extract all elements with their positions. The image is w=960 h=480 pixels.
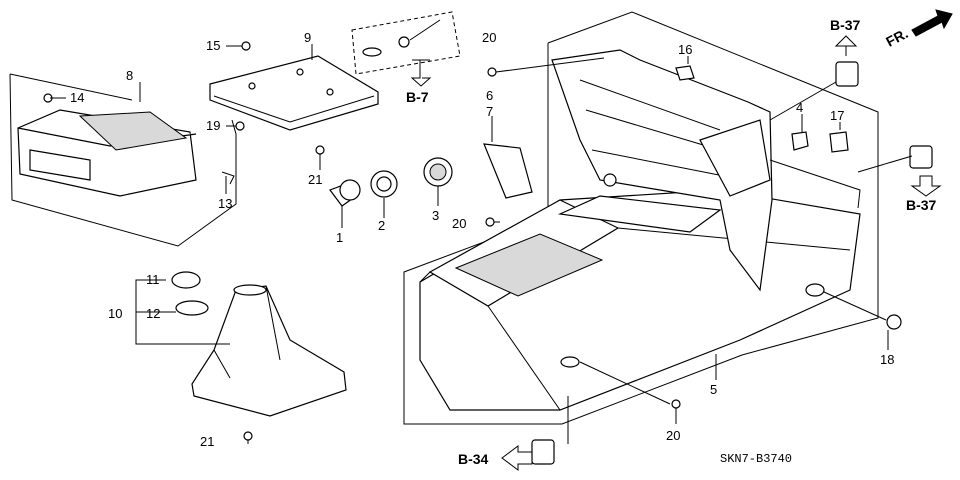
callout-7: 7 [486, 104, 493, 119]
console-bracket [551, 49, 861, 292]
callout-11: 11 [146, 272, 160, 287]
callout-19: 19 [206, 118, 220, 133]
callout-18: 18 [880, 352, 894, 367]
callout-10: 10 [108, 306, 122, 321]
ref-b7: B-7 [406, 89, 429, 105]
callout-12: 12 [146, 306, 160, 321]
callout-21-lower: 21 [200, 434, 214, 449]
callout-2: 2 [378, 218, 385, 233]
ref-b37-top: B-37 [830, 17, 861, 33]
front-direction-label: FR. [883, 25, 910, 50]
callout-17: 17 [830, 108, 844, 123]
callout-6: 6 [486, 88, 493, 103]
socket-parts [329, 157, 453, 207]
ashtray-assembly [9, 73, 237, 247]
callout-14: 14 [70, 90, 84, 105]
console-frame [403, 11, 879, 425]
callout-1: 1 [336, 230, 343, 245]
leader-lines [50, 44, 913, 444]
callout-4: 4 [796, 100, 803, 115]
reference-arrows [501, 35, 942, 471]
callout-13: 13 [218, 196, 232, 211]
clips [531, 61, 933, 465]
callout-20-bottom: 20 [666, 428, 680, 443]
diagram-code: SKN7-B3740 [720, 452, 792, 466]
b7-inset [351, 11, 461, 87]
callout-15: 15 [206, 38, 220, 53]
screws [43, 41, 681, 441]
ref-b37-right: B-37 [906, 197, 937, 213]
shift-boot [171, 271, 347, 417]
callout-8: 8 [126, 68, 133, 83]
callout-16: 16 [678, 42, 692, 57]
callout-labels: 1 2 3 4 5 6 7 8 9 10 11 12 13 14 15 16 1… [70, 30, 894, 449]
callout-20-top: 20 [482, 30, 496, 45]
callout-20-mid: 20 [452, 216, 466, 231]
front-direction-arrow-icon [911, 9, 953, 37]
side-panel-piece [483, 143, 533, 199]
mounting-plate [209, 55, 379, 131]
callout-3: 3 [432, 208, 439, 223]
callout-5: 5 [710, 382, 717, 397]
callout-9: 9 [304, 30, 311, 45]
ref-b34: B-34 [458, 451, 489, 467]
callout-21-upper: 21 [308, 172, 322, 187]
